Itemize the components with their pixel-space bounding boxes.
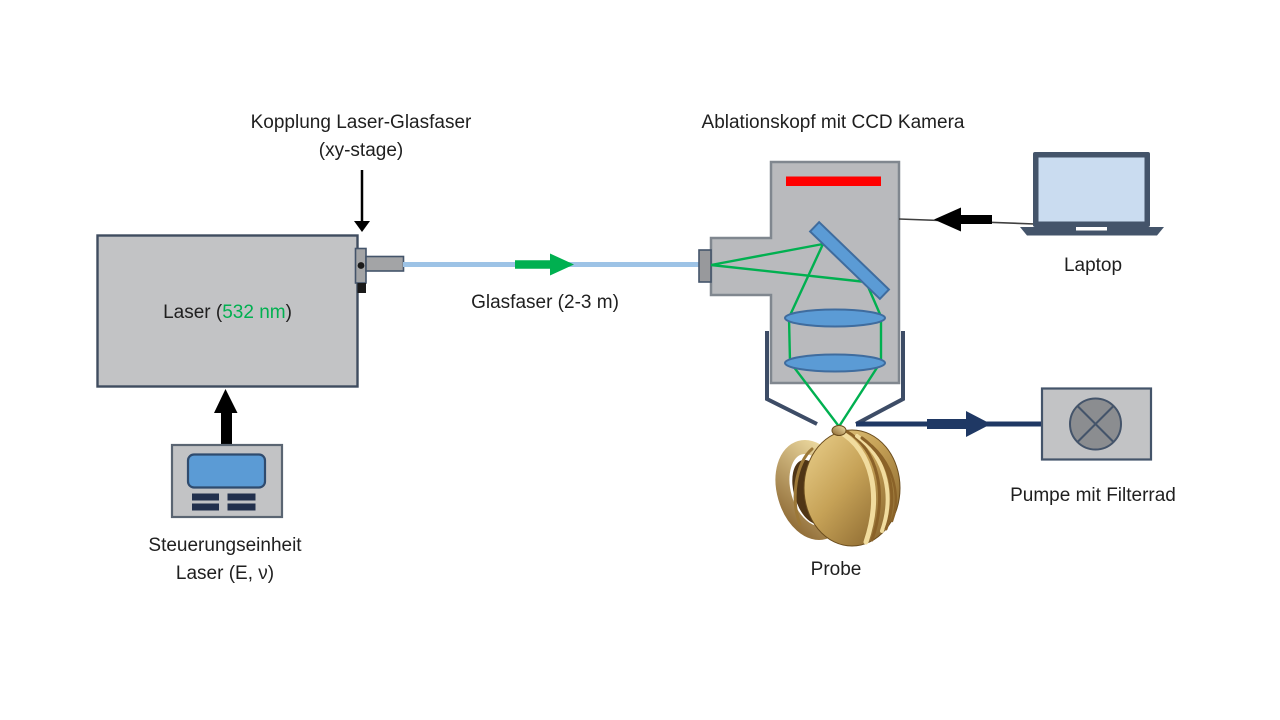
laptop-arrow — [934, 207, 992, 232]
label-coupling-line1: Kopplung Laser-Glasfaser — [250, 112, 472, 133]
ablation-head-body — [709, 160, 901, 385]
dichroic-mirror — [808, 220, 891, 301]
coupling-pointer-arrow — [354, 170, 370, 232]
label-laptop: Laptop — [1063, 255, 1123, 276]
label-coupling-line2: (xy-stage) — [318, 140, 404, 161]
coupling-dot — [357, 262, 365, 269]
label-control-line2: Laser (E, ν) — [175, 563, 275, 584]
laser-box — [96, 234, 359, 388]
label-pump: Pumpe mit Filterrad — [1010, 485, 1176, 506]
coupling-foot — [357, 283, 366, 293]
laptop-base-notch — [1076, 227, 1107, 231]
label-laser-prefix: Laser ( — [163, 302, 223, 323]
control-to-laser-arrow — [214, 389, 238, 445]
label-sample: Probe — [810, 559, 862, 580]
laptop-screen — [1038, 157, 1145, 222]
fiber-direction-arrow — [515, 253, 574, 276]
filter-wheel-icon — [1069, 397, 1122, 451]
label-fiber: Glasfaser (2-3 m) — [471, 292, 619, 313]
ccd-sensor-bar — [786, 176, 881, 186]
label-laser-wavelength: 532 nm — [222, 302, 286, 323]
control-unit-screen — [186, 453, 267, 489]
label-coupling: Kopplung Laser-Glasfaser (xy-stage) — [231, 109, 491, 165]
coupling-barrel — [365, 255, 405, 272]
gold-sample-image — [775, 425, 901, 547]
beam-path — [710, 242, 883, 428]
control-unit-buttons — [192, 493, 256, 511]
label-laser: Laser (532 nm) — [97, 299, 358, 327]
lens-lower — [784, 353, 886, 373]
pump-arrow — [927, 411, 991, 437]
label-laser-suffix: ) — [285, 302, 292, 323]
label-control-line1: Steuerungseinheit — [148, 535, 302, 556]
fiber-connector — [698, 249, 712, 283]
laptop-image — [1020, 152, 1164, 236]
label-ablation-head: Ablationskopf mit CCD Kamera — [701, 112, 965, 133]
label-control-unit: Steuerungseinheit Laser (E, ν) — [115, 532, 335, 588]
extraction-funnel — [765, 331, 905, 426]
laptop-base — [1020, 227, 1164, 236]
lens-upper — [784, 308, 886, 328]
